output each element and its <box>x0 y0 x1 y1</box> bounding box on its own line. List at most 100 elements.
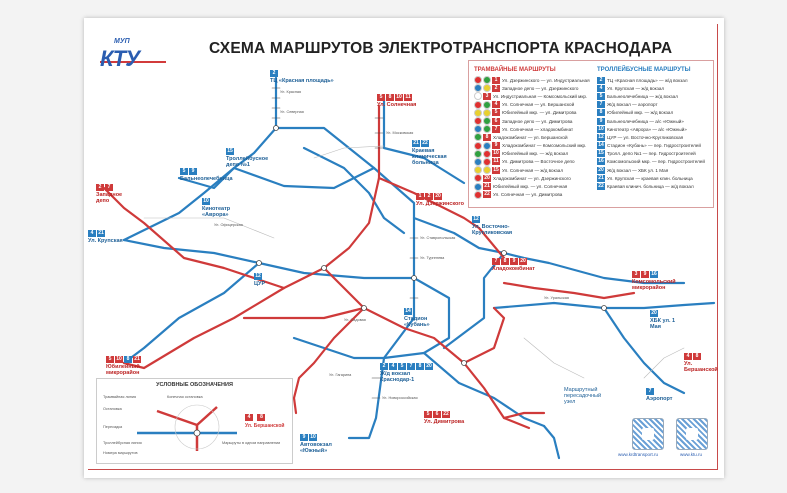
route-badge: 9 <box>597 117 605 125</box>
route-badge[interactable]: 7 <box>646 388 654 395</box>
route-color-dot <box>474 174 482 183</box>
route-badge[interactable]: 22 <box>442 411 450 418</box>
route-color-dot <box>474 149 482 158</box>
route-badge[interactable]: 8 <box>386 94 394 101</box>
route-badge[interactable]: 20 <box>650 310 658 317</box>
route-badge[interactable]: 3 <box>632 271 640 278</box>
route-description: Ул. Солнечная — ж/д вокзал <box>502 167 564 173</box>
street-label: Ул. Гагарина <box>329 373 352 377</box>
terminal-name: Троллейбусное депо №1 <box>226 156 269 168</box>
route-badge[interactable]: 16 <box>650 271 658 278</box>
route-badge[interactable]: 9 <box>641 271 649 278</box>
website-link[interactable]: www.ktu.ru <box>680 452 703 457</box>
route-badge[interactable]: 6 <box>433 411 441 418</box>
route-badge[interactable]: 2 <box>380 363 388 370</box>
route-badge[interactable]: 5 <box>106 356 114 363</box>
route-badge[interactable]: 20 <box>519 258 527 265</box>
route-badge[interactable]: 9 <box>510 258 518 265</box>
route-badge[interactable]: 10 <box>309 434 317 441</box>
route-badge[interactable]: 8 <box>416 363 424 370</box>
terminal-name: Автовокзал «Южный» <box>300 442 332 454</box>
route-badge[interactable]: 2 <box>425 193 433 200</box>
street-label: Ул. Красная <box>280 90 302 94</box>
route-badge[interactable]: 20 <box>425 363 433 370</box>
route-description: ЦУР — ул. Восточно-Кругликовская <box>607 134 684 140</box>
route-badge[interactable]: 12 <box>254 273 262 280</box>
terminal-name: Кинотеатр «Аврора» <box>202 206 231 218</box>
route-badge[interactable]: 10 <box>115 356 123 363</box>
route-badge[interactable]: 2 <box>270 70 278 77</box>
route-description: Кинотеатр «Аврора» — а/с «Южный» <box>607 126 687 132</box>
route-badge[interactable]: 7 <box>407 363 415 370</box>
route-badge[interactable]: 8 <box>693 353 701 360</box>
logo-text: КТУ <box>100 46 140 71</box>
route-badge[interactable]: 7 <box>492 258 500 265</box>
route-badge[interactable]: 2 <box>96 184 104 191</box>
route-badge[interactable]: 10 <box>202 198 210 205</box>
route-color-dot <box>474 141 482 150</box>
route-badge[interactable]: 21 <box>97 230 105 237</box>
route-badge[interactable]: 14 <box>404 308 412 315</box>
route-badge[interactable]: 8 <box>124 356 132 363</box>
route-badge[interactable]: 21 <box>412 140 420 147</box>
route-badge[interactable]: 15 <box>226 148 234 155</box>
route-badge[interactable]: 5 <box>424 411 432 418</box>
route-badge[interactable]: 8 <box>501 258 509 265</box>
qr-code-icon[interactable] <box>632 418 664 450</box>
qr-code-icon[interactable] <box>676 418 708 450</box>
route-badge[interactable]: 12 <box>472 216 480 223</box>
route-badge[interactable]: 21 <box>133 356 141 363</box>
route-badge[interactable]: 7 <box>105 184 113 191</box>
route-badge[interactable]: 1 <box>416 193 424 200</box>
route-badge[interactable]: 5 <box>377 94 385 101</box>
tram-line <box>462 306 506 365</box>
route-badge[interactable]: 4 <box>389 363 397 370</box>
symbol-label: Номера маршрутов <box>103 451 138 455</box>
route-badge[interactable]: 5 <box>180 168 188 175</box>
route-badge[interactable]: 22 <box>421 140 429 147</box>
route-badge[interactable]: 5 <box>398 363 406 370</box>
route-badge[interactable]: 4 <box>88 230 96 237</box>
route-badge[interactable]: 20 <box>434 193 442 200</box>
trolleybus-line <box>382 351 546 428</box>
route-badge[interactable]: 9 <box>189 168 197 175</box>
website-link[interactable]: www.krdtransport.ru <box>618 452 659 457</box>
route-badge[interactable]: 4 <box>684 353 692 360</box>
route-badge[interactable]: 11 <box>404 94 412 101</box>
route-badge[interactable]: 10 <box>395 94 403 101</box>
route-badge[interactable]: 9 <box>300 434 308 441</box>
trolleybus-line <box>292 336 386 360</box>
